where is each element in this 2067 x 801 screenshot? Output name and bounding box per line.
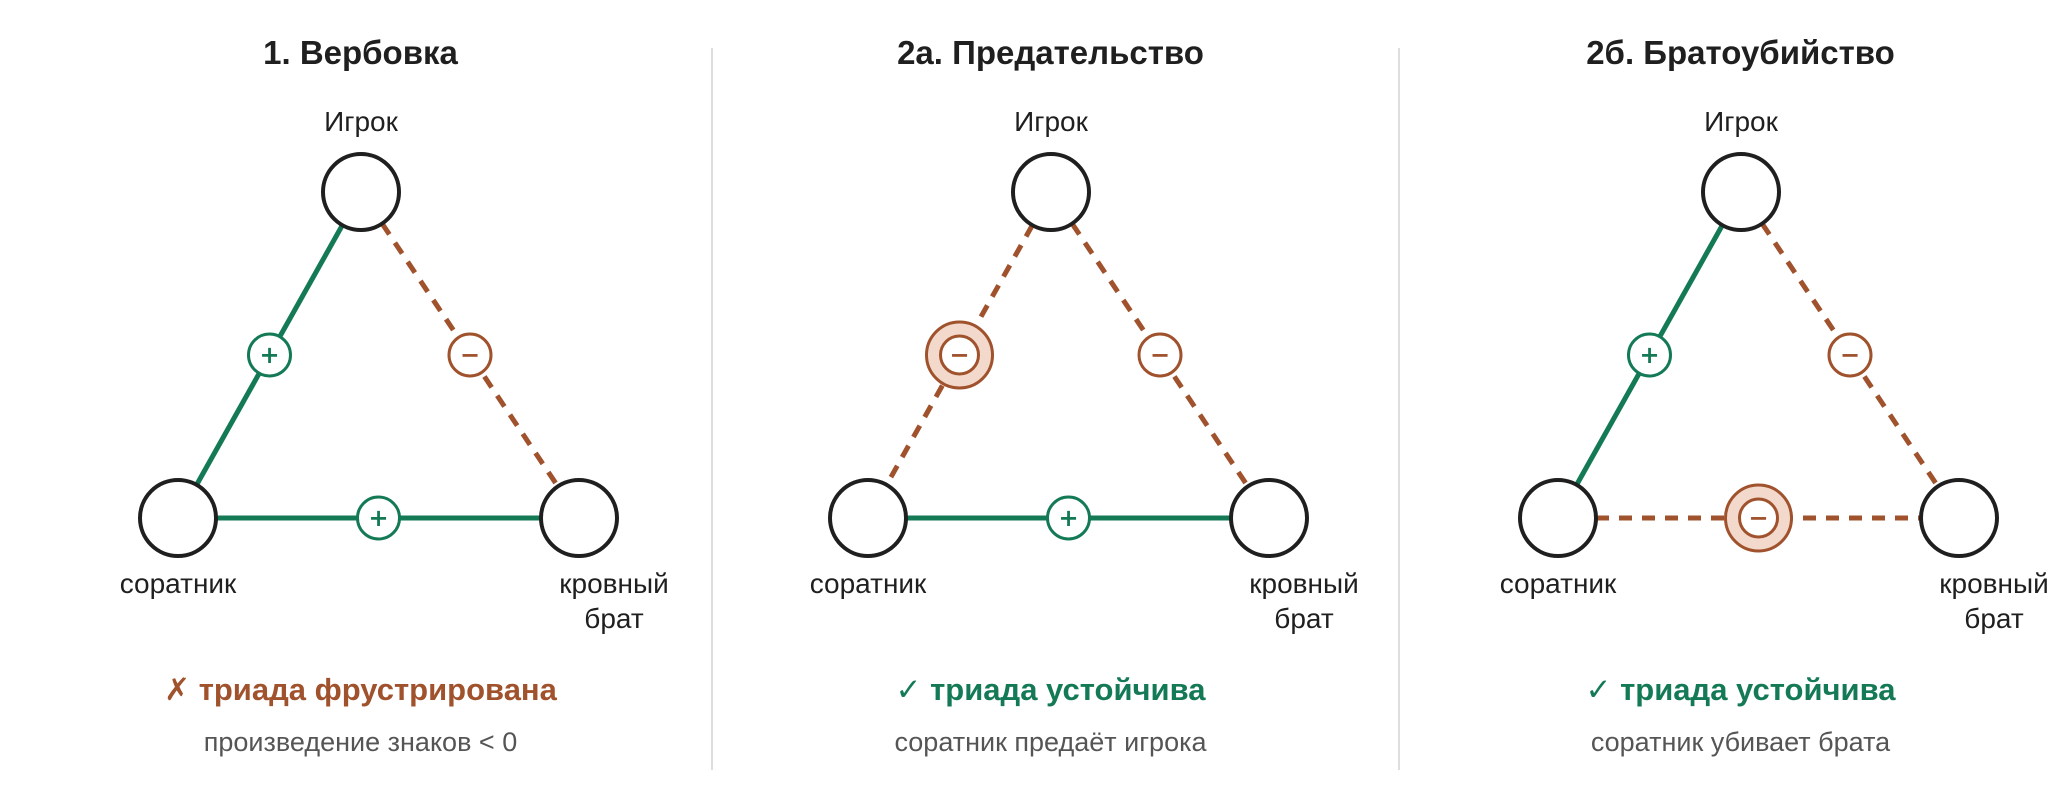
- panel-title: 1. Вербовка: [263, 34, 458, 71]
- status-symbol: ✓: [1585, 672, 1612, 707]
- node-player: [321, 152, 401, 232]
- triad-diagram: + − − Игрок соратник кровный брат: [1500, 106, 2049, 634]
- panel-fratricide: 2б. Братоубийство + − − Игрок соратник кровны…: [1396, 0, 2067, 801]
- edge-player-brother-negative: [1760, 222, 1940, 488]
- node-label-player: Игрок: [1704, 106, 1778, 137]
- node-label-player: Игрок: [324, 106, 398, 137]
- panel-divider: [1398, 48, 1400, 770]
- panel-caption: произведение знаков < 0: [203, 727, 518, 757]
- edge-sign-badge: +: [247, 332, 292, 378]
- edge-player-brother-negative: [380, 222, 560, 488]
- node-label-brother-line1: кровный: [559, 568, 669, 599]
- edge-sign-badge: +: [356, 495, 401, 541]
- edge-sign-label: −: [949, 341, 969, 369]
- edge-sign-label: +: [368, 504, 388, 532]
- triad-status: ✓ триада устойчива: [1396, 672, 2067, 708]
- edge-sign-badge: −: [447, 332, 493, 378]
- edge-sign-label: −: [1840, 341, 1860, 369]
- triad-diagram: − − + Игрок соратник кровный брат: [810, 106, 1359, 634]
- node-label-brother-line2: брат: [584, 603, 644, 634]
- node-label-brother-line1: кровный: [1939, 568, 2049, 599]
- status-symbol: ✗: [164, 672, 191, 707]
- node-label-comrade: соратник: [810, 568, 927, 599]
- node-label-brother-line1: кровный: [1249, 568, 1359, 599]
- panel-title: 2б. Братоубийство: [1586, 34, 1895, 71]
- edge-sign-badge: −: [1137, 332, 1183, 378]
- node-label-brother-line2: брат: [1964, 603, 2024, 634]
- node-comrade: [138, 478, 218, 558]
- edge-sign-label: +: [1058, 504, 1078, 532]
- node-label-comrade: соратник: [120, 568, 237, 599]
- triad-status: ✓ триада устойчива: [706, 672, 1395, 708]
- triad-status: ✗ триада фрустрирована: [16, 672, 705, 708]
- node-blood-brother: [539, 478, 619, 558]
- edge-sign-badge: +: [1627, 332, 1672, 378]
- edge-player-brother-negative: [1070, 222, 1250, 488]
- status-text: триада устойчива: [1620, 672, 1896, 707]
- edge-sign-label: −: [1150, 341, 1170, 369]
- edge-sign-badge: +: [1046, 495, 1091, 541]
- panel-betrayal: 2а. Предательство − − + Игрок соратник кровны…: [706, 0, 1395, 801]
- edge-sign-label: −: [1748, 504, 1768, 532]
- panel-caption: соратник убивает брата: [1590, 727, 1891, 757]
- node-label-brother-line2: брат: [1274, 603, 1334, 634]
- edge-sign-badge: −: [1827, 332, 1873, 378]
- edge-sign-label: +: [1639, 341, 1659, 369]
- status-symbol: ✓: [895, 672, 922, 707]
- panel-title: 2а. Предательство: [897, 34, 1204, 71]
- node-blood-brother: [1919, 478, 1999, 558]
- triad-diagram: + − + Игрок соратник кровный брат: [120, 106, 669, 634]
- status-text: триада фрустрирована: [198, 672, 557, 707]
- node-player: [1701, 152, 1781, 232]
- panel-divider: [711, 48, 713, 770]
- node-label-player: Игрок: [1014, 106, 1088, 137]
- node-comrade: [828, 478, 908, 558]
- edge-sign-label: +: [259, 341, 279, 369]
- node-comrade: [1518, 478, 1598, 558]
- panel-caption: соратник предаёт игрока: [894, 727, 1207, 757]
- node-label-comrade: соратник: [1500, 568, 1617, 599]
- edge-sign-badge: −: [925, 320, 994, 390]
- edge-sign-badge: −: [1724, 483, 1793, 553]
- node-blood-brother: [1229, 478, 1309, 558]
- status-text: триада устойчива: [930, 672, 1206, 707]
- edge-sign-label: −: [460, 341, 480, 369]
- node-player: [1011, 152, 1091, 232]
